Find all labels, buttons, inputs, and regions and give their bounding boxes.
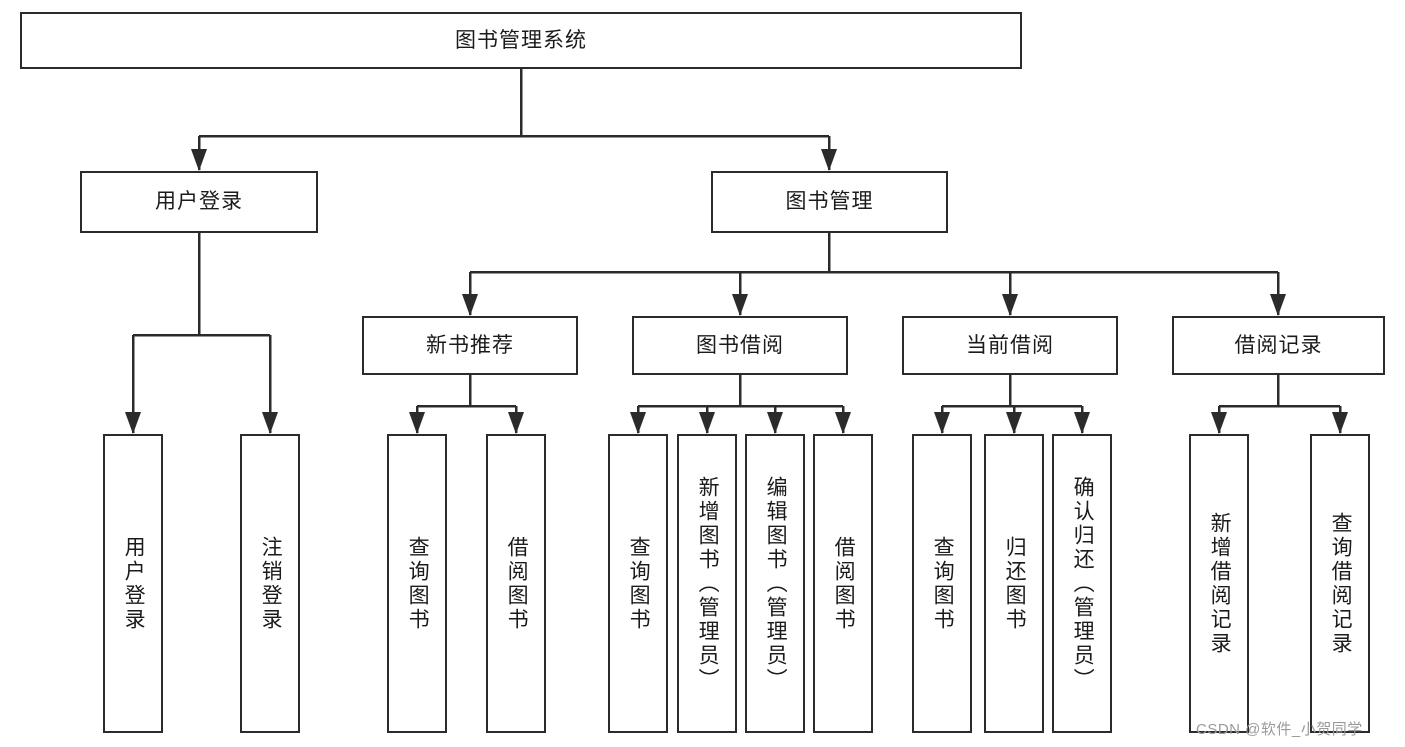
diagram-node-label: 用户登录: [122, 535, 146, 632]
diagram-node-label: 图书管理系统: [455, 28, 587, 52]
diagram-node-l3_4[interactable]: 借阅记录: [1172, 316, 1385, 375]
diagram-node-label: 归还图书: [1003, 535, 1027, 632]
diagram-node-l3_1[interactable]: 新书推荐: [362, 316, 578, 375]
diagram-node-leaf_c2[interactable]: 新增图书（管理员）: [677, 434, 737, 733]
diagram-node-label: 新增借阅记录: [1208, 511, 1232, 656]
diagram-node-label: 借阅图书: [832, 535, 856, 632]
diagram-node-label: 确认归还（管理员）: [1071, 475, 1095, 692]
diagram-node-l3_2[interactable]: 图书借阅: [632, 316, 848, 375]
diagram-node-leaf_c4[interactable]: 借阅图书: [813, 434, 873, 733]
watermark-label: CSDN @软件_小贺同学: [1196, 721, 1363, 738]
diagram-node-leaf_e1[interactable]: 新增借阅记录: [1189, 434, 1249, 733]
diagram-node-leaf_d1[interactable]: 查询图书: [912, 434, 972, 733]
diagram-node-root[interactable]: 图书管理系统: [20, 12, 1022, 69]
diagram-node-leaf_d3[interactable]: 确认归还（管理员）: [1052, 434, 1112, 733]
diagram-node-label: 注销登录: [259, 535, 283, 632]
diagram-node-label: 用户登录: [155, 190, 243, 214]
diagram-node-l3_3[interactable]: 当前借阅: [902, 316, 1118, 375]
diagram-node-leaf_b1[interactable]: 查询图书: [387, 434, 447, 733]
diagram-node-leaf_c1[interactable]: 查询图书: [608, 434, 668, 733]
diagram-node-leaf_d2[interactable]: 归还图书: [984, 434, 1044, 733]
diagram-node-label: 编辑图书（管理员）: [764, 475, 788, 692]
diagram-node-leaf_b2[interactable]: 借阅图书: [486, 434, 546, 733]
diagram-node-leaf_e2[interactable]: 查询借阅记录: [1310, 434, 1370, 733]
diagram-node-label: 图书管理: [785, 190, 874, 214]
diagram-node-leaf_a2[interactable]: 注销登录: [240, 434, 300, 733]
diagram-node-l2_2[interactable]: 图书管理: [711, 171, 948, 233]
diagram-node-label: 查询借阅记录: [1329, 511, 1353, 656]
diagram-node-leaf_c3[interactable]: 编辑图书（管理员）: [745, 434, 805, 733]
diagram-node-label: 查询图书: [627, 535, 651, 632]
diagram-node-label: 当前借阅: [966, 333, 1054, 357]
diagram-node-l2_1[interactable]: 用户登录: [80, 171, 318, 233]
diagram-node-label: 查询图书: [931, 535, 955, 632]
diagram-node-label: 图书借阅: [696, 333, 784, 357]
diagram-node-leaf_a1[interactable]: 用户登录: [103, 434, 163, 733]
diagram-node-label: 新增图书（管理员）: [696, 475, 720, 692]
diagram-node-label: 借阅记录: [1234, 333, 1323, 357]
diagram-node-label: 借阅图书: [505, 535, 529, 632]
diagram-node-label: 查询图书: [406, 535, 430, 632]
diagram-node-label: 新书推荐: [426, 333, 514, 357]
